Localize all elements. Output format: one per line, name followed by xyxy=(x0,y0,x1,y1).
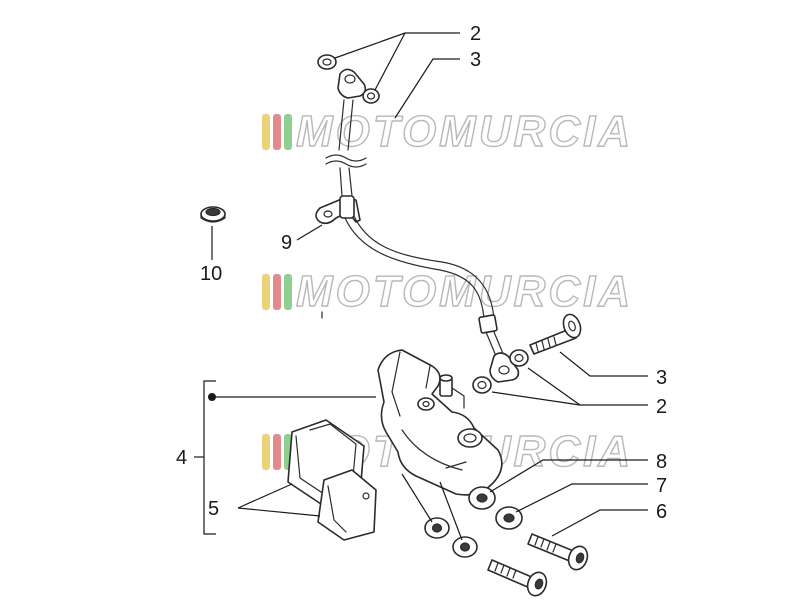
bolt-part-6-lower xyxy=(487,559,548,597)
part-10-nut xyxy=(200,206,226,223)
washer-lower-left-b xyxy=(452,536,478,558)
callout-2-right: 2 xyxy=(656,396,667,418)
callout-9: 9 xyxy=(281,232,292,254)
callout-5: 5 xyxy=(208,498,219,520)
callout-8: 8 xyxy=(656,451,667,473)
caliper-body xyxy=(377,349,503,496)
washer-part-8 xyxy=(468,486,496,510)
watermark-top: MOTOMURCIA xyxy=(262,106,633,157)
watermark-stripe xyxy=(284,114,292,150)
callout-7: 7 xyxy=(656,475,667,497)
watermark-stripe xyxy=(273,274,281,310)
watermark-stripe xyxy=(262,274,270,310)
leader-lines xyxy=(194,32,648,541)
watermark-stripe xyxy=(273,434,281,470)
washer-right-upper xyxy=(509,349,529,367)
watermark-stripe xyxy=(262,114,270,150)
callout-4: 4 xyxy=(176,447,187,469)
watermark-brand-text: MOTOMURCIA xyxy=(296,267,633,316)
hose-lower-fitting xyxy=(478,314,498,334)
watermark-middle: MOTOMURCIA xyxy=(262,266,633,317)
washer-lower-left-a xyxy=(424,517,450,539)
washer-part-7 xyxy=(495,506,523,530)
callout-2-top: 2 xyxy=(470,23,481,45)
watermark-stripe xyxy=(262,434,270,470)
callout-10: 10 xyxy=(200,263,222,285)
hose-lower-banjo xyxy=(489,352,520,383)
banjo-bolt-right xyxy=(529,313,582,355)
callout-3-top: 3 xyxy=(470,49,481,71)
callout-3-right: 3 xyxy=(656,367,667,389)
washer-right-lower xyxy=(472,376,492,394)
watermark-stripe xyxy=(284,274,292,310)
callout-6: 6 xyxy=(656,501,667,523)
watermark-stripe xyxy=(273,114,281,150)
watermark-brand-text: MOTOMURCIA xyxy=(296,107,633,156)
bolt-part-6-upper xyxy=(527,533,589,571)
hose-top-washer-lower xyxy=(362,88,380,104)
hose-top-banjo xyxy=(337,68,367,99)
hose-top-washer-upper xyxy=(317,54,337,70)
brake-hose xyxy=(315,54,520,383)
callout-labels: 2 3 9 10 3 2 4 8 7 5 6 xyxy=(176,23,667,523)
brake-pad-lower xyxy=(317,469,377,541)
